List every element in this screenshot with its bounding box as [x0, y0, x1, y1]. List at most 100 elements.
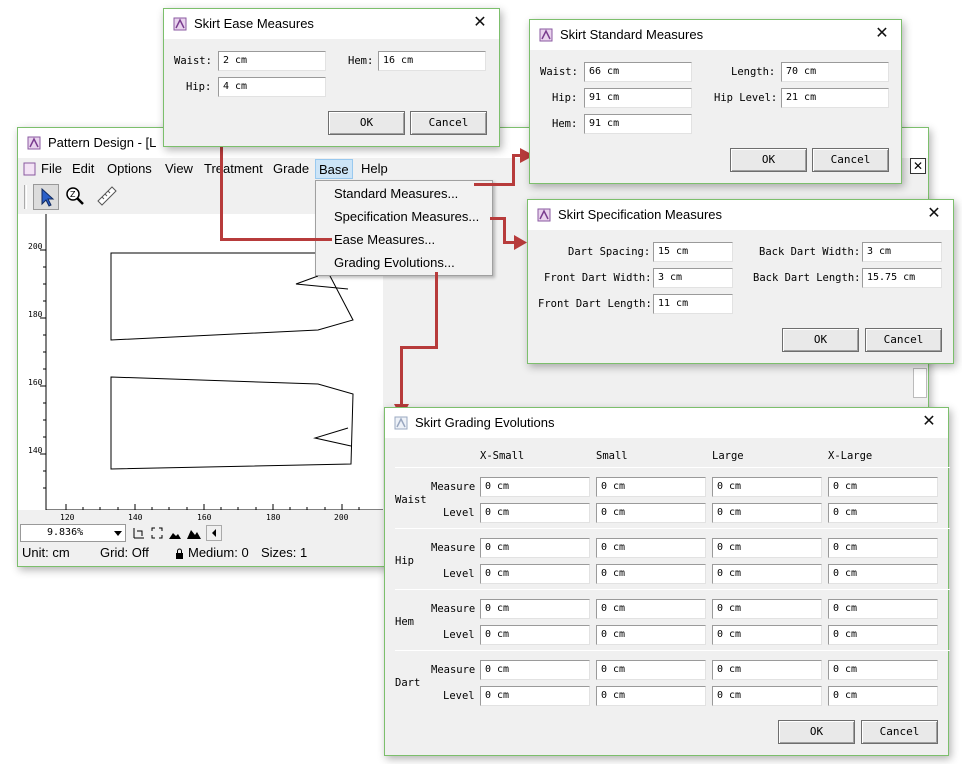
back-dart-length-field[interactable]: 15.75 cm	[862, 268, 942, 288]
grading-cancel-button[interactable]: Cancel	[861, 720, 938, 744]
standard-hem-field[interactable]: 91 cm	[584, 114, 692, 134]
menu-item-grading-evolutions[interactable]: Grading Evolutions...	[334, 255, 455, 270]
waist-measure-x-small[interactable]: 0 cm	[480, 477, 590, 497]
dart-level-x-large[interactable]: 0 cm	[828, 686, 938, 706]
ease-ok-button[interactable]: OK	[328, 111, 405, 135]
waist-level-x-small[interactable]: 0 cm	[480, 503, 590, 523]
fullscreen-icon[interactable]	[150, 526, 164, 540]
menu-item-standard-measures[interactable]: Standard Measures...	[334, 186, 459, 201]
waist-level-large[interactable]: 0 cm	[712, 503, 822, 523]
hip-measure-x-large[interactable]: 0 cm	[828, 538, 938, 558]
dart-level-x-small[interactable]: 0 cm	[480, 686, 590, 706]
hip-level-small[interactable]: 0 cm	[596, 564, 706, 584]
measure-label: Measure	[431, 481, 476, 493]
skirt-front-piece[interactable]	[110, 252, 354, 341]
waist-measure-small[interactable]: 0 cm	[596, 477, 706, 497]
dart-measure-small[interactable]: 0 cm	[596, 660, 706, 680]
menu-treatment[interactable]: Treatment	[204, 161, 263, 176]
hem-level-large[interactable]: 0 cm	[712, 625, 822, 645]
ease-dialog-titlebar[interactable]: Skirt Ease Measures ✕	[164, 9, 499, 39]
ease-waist-field[interactable]: 2 cm	[218, 51, 326, 71]
zoom-bar: 9.836%	[20, 524, 240, 542]
mdi-close-button[interactable]: ✕	[910, 158, 926, 174]
close-icon[interactable]: ✕	[927, 205, 941, 222]
dart-level-small[interactable]: 0 cm	[596, 686, 706, 706]
standard-hip-field[interactable]: 91 cm	[584, 88, 692, 108]
menu-item-ease-measures[interactable]: Ease Measures...	[334, 232, 436, 247]
hip-level-x-large[interactable]: 0 cm	[828, 564, 938, 584]
close-icon[interactable]: ✕	[473, 14, 487, 31]
menu-base[interactable]: Base	[315, 159, 353, 179]
measure-tool-button[interactable]	[95, 184, 121, 210]
menu-help[interactable]: Help	[361, 161, 388, 176]
waist-measure-x-large[interactable]: 0 cm	[828, 477, 938, 497]
standard-length-field[interactable]: 70 cm	[781, 62, 889, 82]
standard-dialog-titlebar[interactable]: Skirt Standard Measures ✕	[530, 20, 901, 50]
ease-cancel-button[interactable]: Cancel	[410, 111, 487, 135]
standard-waist-label: Waist:	[540, 66, 578, 78]
close-icon[interactable]: ✕	[875, 25, 889, 42]
hem-measure-x-small[interactable]: 0 cm	[480, 599, 590, 619]
hip-measure-small[interactable]: 0 cm	[596, 538, 706, 558]
vertical-scrollbar[interactable]	[913, 368, 927, 398]
menu-options[interactable]: Options	[107, 161, 152, 176]
standard-hem-label: Hem:	[552, 118, 578, 130]
hem-level-x-small[interactable]: 0 cm	[480, 625, 590, 645]
spec-ok-button[interactable]: OK	[782, 328, 859, 352]
spec-dialog-titlebar[interactable]: Skirt Specification Measures ✕	[528, 200, 953, 230]
menu-item-specification-measures[interactable]: Specification Measures...	[334, 209, 480, 224]
ease-hem-field[interactable]: 16 cm	[378, 51, 486, 71]
zoom-tool-button[interactable]: Z	[63, 184, 89, 210]
scroll-left-icon[interactable]	[206, 525, 222, 541]
x-ruler-label: 140	[128, 513, 143, 522]
menu-edit[interactable]: Edit	[72, 161, 95, 176]
fit-page-icon[interactable]	[132, 526, 146, 540]
group-separator	[395, 650, 950, 651]
hem-measure-small[interactable]: 0 cm	[596, 599, 706, 619]
x-ruler-label: 200	[334, 513, 349, 522]
group-separator	[395, 528, 950, 529]
dart-measure-x-small[interactable]: 0 cm	[480, 660, 590, 680]
waist-level-small[interactable]: 0 cm	[596, 503, 706, 523]
hip-level-x-small[interactable]: 0 cm	[480, 564, 590, 584]
menu-grade[interactable]: Grade	[273, 161, 310, 176]
standard-cancel-button[interactable]: Cancel	[812, 148, 889, 172]
grading-dialog-titlebar[interactable]: Skirt Grading Evolutions ✕	[385, 408, 948, 438]
hem-level-small[interactable]: 0 cm	[596, 625, 706, 645]
hem-measure-x-large[interactable]: 0 cm	[828, 599, 938, 619]
mountain-small-icon[interactable]	[168, 528, 182, 540]
standard-ok-button[interactable]: OK	[730, 148, 807, 172]
ease-hip-field[interactable]: 4 cm	[218, 77, 326, 97]
grading-ok-button[interactable]: OK	[778, 720, 855, 744]
menu-bar: File Edit Options View Treatment Grade B…	[18, 158, 388, 180]
spec-cancel-button[interactable]: Cancel	[865, 328, 942, 352]
close-icon[interactable]: ✕	[922, 413, 936, 430]
hip-measure-x-small[interactable]: 0 cm	[480, 538, 590, 558]
front-dart-length-field[interactable]: 11 cm	[653, 294, 733, 314]
hip-level-large[interactable]: 0 cm	[712, 564, 822, 584]
measure-label: Measure	[431, 664, 476, 676]
dart-spacing-field[interactable]: 15 cm	[653, 242, 733, 262]
hem-measure-large[interactable]: 0 cm	[712, 599, 822, 619]
dart-measure-large[interactable]: 0 cm	[712, 660, 822, 680]
select-tool-button[interactable]	[33, 184, 59, 210]
menu-view[interactable]: View	[165, 161, 193, 176]
dart-level-large[interactable]: 0 cm	[712, 686, 822, 706]
dart-measure-x-large[interactable]: 0 cm	[828, 660, 938, 680]
standard-hip-level-field[interactable]: 21 cm	[781, 88, 889, 108]
measure-label: Measure	[431, 603, 476, 615]
waist-measure-large[interactable]: 0 cm	[712, 477, 822, 497]
group-label-hip: Hip	[395, 555, 414, 567]
mountain-large-icon[interactable]	[186, 526, 202, 540]
arrow-pointer-icon	[41, 187, 55, 207]
hem-level-x-large[interactable]: 0 cm	[828, 625, 938, 645]
x-ruler-ticks	[65, 504, 360, 510]
zoom-select[interactable]: 9.836%	[20, 524, 126, 542]
skirt-back-piece[interactable]	[110, 376, 354, 470]
front-dart-width-field[interactable]: 3 cm	[653, 268, 733, 288]
back-dart-width-field[interactable]: 3 cm	[862, 242, 942, 262]
standard-waist-field[interactable]: 66 cm	[584, 62, 692, 82]
menu-file[interactable]: File	[41, 161, 62, 176]
hip-measure-large[interactable]: 0 cm	[712, 538, 822, 558]
waist-level-x-large[interactable]: 0 cm	[828, 503, 938, 523]
